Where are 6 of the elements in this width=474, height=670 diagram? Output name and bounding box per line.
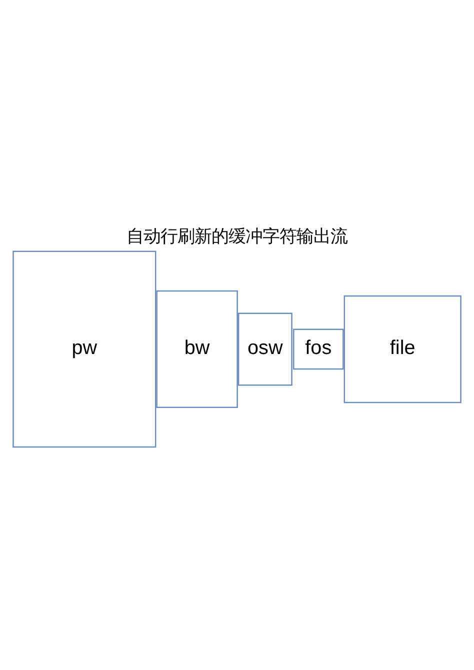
node-box: pw (12, 250, 156, 448)
node-box: osw (238, 312, 292, 386)
diagram-title: 自动行刷新的缓冲字符输出流 (126, 226, 348, 246)
node-box: fos (293, 328, 344, 370)
node-box: bw (156, 290, 238, 408)
node-box: file (344, 295, 462, 404)
